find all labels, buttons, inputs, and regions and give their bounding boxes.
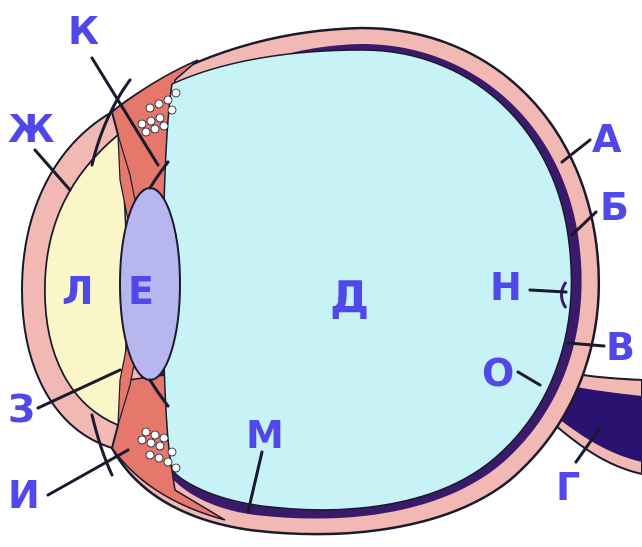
label-L: Л <box>62 269 94 313</box>
label-B: Б <box>600 185 629 229</box>
label-Zh: Ж <box>8 107 55 151</box>
label-Z: З <box>8 387 35 431</box>
leader-I <box>48 450 128 495</box>
label-A: А <box>592 117 622 161</box>
label-G: Г <box>556 465 580 509</box>
label-O: О <box>482 351 514 395</box>
fovea <box>562 282 567 308</box>
label-E: Е <box>128 269 154 313</box>
label-M: М <box>246 413 284 457</box>
label-D: Д <box>330 272 369 323</box>
leader-N <box>530 290 566 292</box>
label-I: И <box>8 473 40 517</box>
label-K: К <box>68 9 99 53</box>
label-N: Н <box>490 265 522 309</box>
label-V: В <box>606 325 635 369</box>
